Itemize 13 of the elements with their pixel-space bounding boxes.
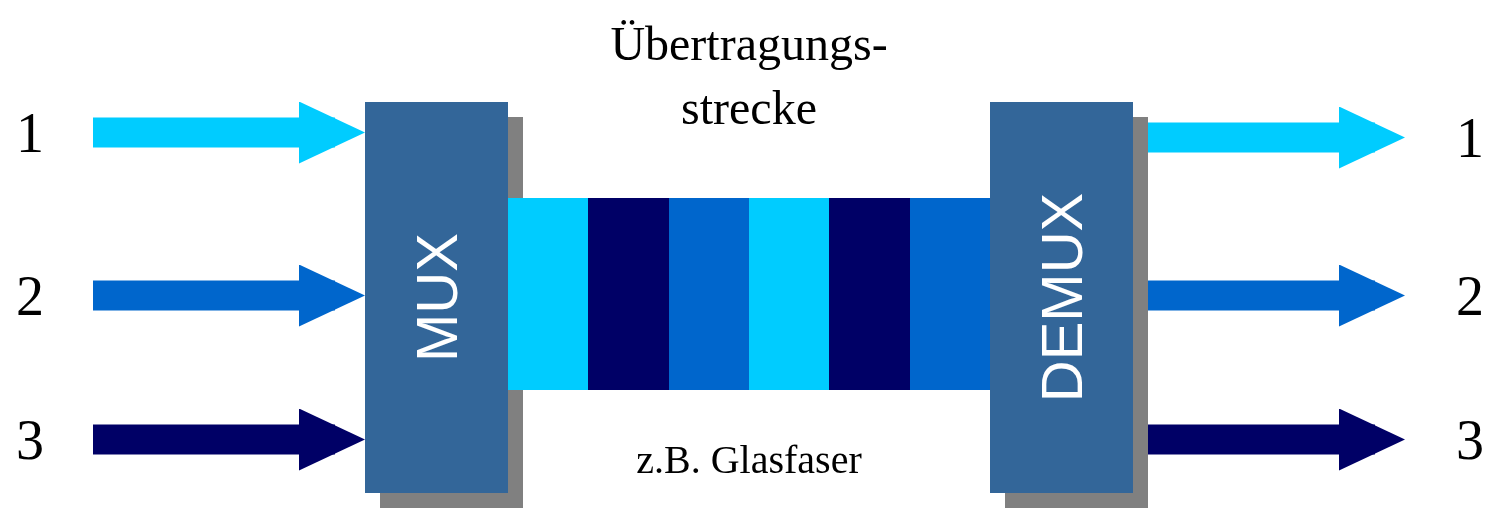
medium-note: z.B. Glasfaser (636, 436, 862, 483)
channel-number: 3 (0, 402, 60, 477)
link-heading: Übertragungs- strecke (609, 16, 889, 136)
channel-number: 2 (1440, 258, 1493, 333)
channel-number: 3 (1440, 402, 1493, 477)
arrow (93, 264, 365, 327)
channel-number: 1 (0, 95, 60, 170)
block-label: DEMUX (1028, 192, 1095, 403)
channel-number: 2 (0, 258, 60, 333)
arrow (93, 101, 365, 164)
channel-number: 1 (1440, 100, 1493, 175)
arrow (93, 408, 365, 471)
block-label: MUX (403, 233, 470, 362)
